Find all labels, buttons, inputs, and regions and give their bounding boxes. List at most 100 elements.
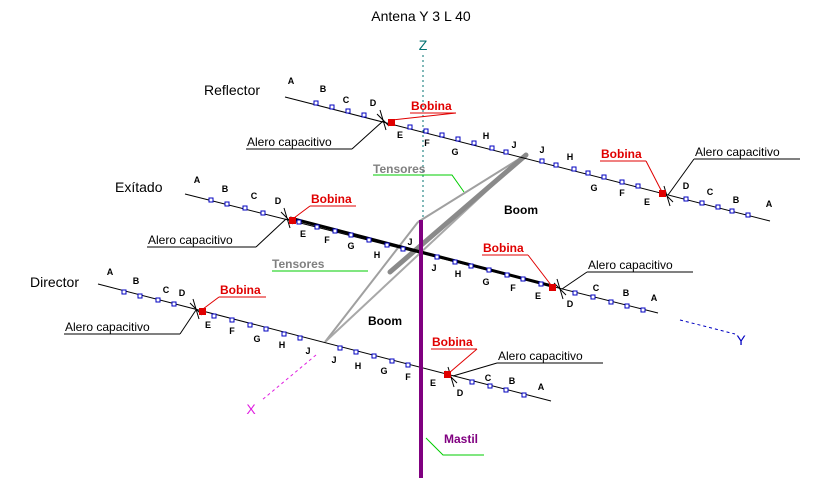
reflector-letter-right-C: C <box>707 187 714 197</box>
excitado-marker-box-17 <box>538 281 544 287</box>
tensor-line-lower-left <box>324 221 419 343</box>
director-letter-left-H: H <box>279 340 286 350</box>
reflector-letter-left-G: G <box>451 147 458 157</box>
excitado-letter-left-G: G <box>347 241 354 251</box>
reflector-letter-left-E: E <box>397 130 403 140</box>
director-marker-box-10 <box>337 345 343 351</box>
director-marker-box-15 <box>469 379 475 385</box>
excitado-coil-right <box>549 284 556 291</box>
director-bobina-label-right: Bobina <box>432 335 473 349</box>
excitado-marker-box-16 <box>520 276 526 282</box>
y-axis-line <box>679 319 736 335</box>
excitado-letter-right-B: B <box>623 288 630 298</box>
director-marker-box-16 <box>487 383 493 389</box>
excitado-marker-box-4 <box>296 219 302 225</box>
y-axis-label: Y <box>736 332 746 348</box>
reflector-marker-box-19 <box>683 196 689 202</box>
excitado-marker-box-15 <box>504 272 510 278</box>
excitado-marker-box-9 <box>384 242 390 248</box>
reflector-marker-box-5 <box>407 124 413 130</box>
director-letter-left-B: B <box>133 276 140 286</box>
director-letter-right-H: H <box>355 361 362 371</box>
director-alero-leader-left <box>179 309 197 335</box>
excitado-letter-right-H: H <box>455 269 462 279</box>
excitado-alero-label-right: Alero capacitivo <box>588 258 673 272</box>
boom-label-lower: Boom <box>368 314 402 328</box>
reflector-letter-right-H: H <box>567 152 574 162</box>
director-letter-right-D: D <box>457 388 464 398</box>
reflector-alero-leader-right <box>667 158 695 196</box>
excitado-alero-label-left: Alero capacitivo <box>148 233 233 247</box>
excitado-marker-box-19 <box>590 294 596 300</box>
reflector-marker-box-2 <box>345 108 351 114</box>
reflector-label: Reflector <box>204 82 260 98</box>
excitado-marker-box-6 <box>332 228 338 234</box>
x-axis-line <box>261 354 317 401</box>
excitado-marker-box-18 <box>572 290 578 296</box>
director-element <box>97 283 552 402</box>
excitado-marker-box-13 <box>468 263 474 269</box>
reflector-letter-left-A: A <box>288 76 295 86</box>
reflector-letter-right-B: B <box>733 195 740 205</box>
reflector-marker-box-0 <box>313 100 319 106</box>
director-marker-box-1 <box>137 293 143 299</box>
reflector-marker-box-10 <box>489 145 495 151</box>
tensores-label-upper: Tensores <box>373 162 426 176</box>
director-letter-right-B: B <box>509 376 516 386</box>
z-axis-label: Z <box>419 37 428 53</box>
director-coil-left <box>199 308 206 315</box>
excitado-letter-left-B: B <box>222 184 229 194</box>
reflector-marker-box-15 <box>585 170 591 176</box>
reflector-letter-left-F: F <box>424 138 430 148</box>
excitado-letter-left-F: F <box>324 235 330 245</box>
director-letter-left-F: F <box>229 326 235 336</box>
excitado-bobina-leader-left <box>293 205 311 219</box>
reflector-bobina-leader-left <box>391 112 457 121</box>
excitado-letter-right-J: J <box>431 263 436 273</box>
tensor-line-upper-left <box>417 155 525 223</box>
director-letter-right-E: E <box>430 378 436 388</box>
director-letter-left-G: G <box>253 334 260 344</box>
director-marker-box-12 <box>371 353 377 359</box>
reflector-coil-right <box>659 190 666 197</box>
director-coil-right <box>444 371 451 378</box>
director-marker-box-17 <box>503 387 509 393</box>
excitado-letter-right-G: G <box>482 277 489 287</box>
excitado-letter-right-D: D <box>567 299 574 309</box>
reflector-marker-box-18 <box>635 183 641 189</box>
excitado-letter-right-A: A <box>651 293 658 303</box>
reflector-marker-box-16 <box>601 174 607 180</box>
director-letter-right-F: F <box>405 372 411 382</box>
reflector-letter-left-J: J <box>511 140 516 150</box>
excitado-marker-box-10 <box>400 246 406 252</box>
reflector-coil-left <box>388 119 395 126</box>
reflector-letter-right-G: G <box>590 183 597 193</box>
director-bobina-leader-right <box>448 348 478 374</box>
director-letter-left-E: E <box>205 320 211 330</box>
reflector-marker-box-12 <box>539 158 545 164</box>
reflector-alero-leader-left <box>351 120 384 150</box>
excitado-marker-box-8 <box>366 237 372 243</box>
excitado-marker-box-7 <box>348 232 354 238</box>
reflector-marker-box-13 <box>553 162 559 168</box>
director-letter-left-C: C <box>163 285 170 295</box>
excitado-bobina-label-right: Bobina <box>483 241 524 255</box>
reflector-element <box>284 96 771 222</box>
excitado-marker-box-0 <box>208 197 214 203</box>
boom-label-upper: Boom <box>504 203 538 217</box>
reflector-letter-left-B: B <box>320 84 327 94</box>
director-marker-box-14 <box>405 362 411 368</box>
reflector-alero-label-right: Alero capacitivo <box>695 145 780 159</box>
excitado-letter-right-C: C <box>593 283 600 293</box>
director-letter-left-J: J <box>305 346 310 356</box>
x-axis-label: X <box>246 401 256 417</box>
director-letter-right-G: G <box>380 366 387 376</box>
excited-label: Exítado <box>115 179 163 195</box>
director-label: Director <box>30 274 79 290</box>
reflector-marker-box-7 <box>439 132 445 138</box>
reflector-bobina-leader-right <box>645 160 663 193</box>
reflector-marker-box-8 <box>455 136 461 142</box>
excitado-marker-box-11 <box>434 254 440 260</box>
reflector-letter-left-H: H <box>483 131 490 141</box>
